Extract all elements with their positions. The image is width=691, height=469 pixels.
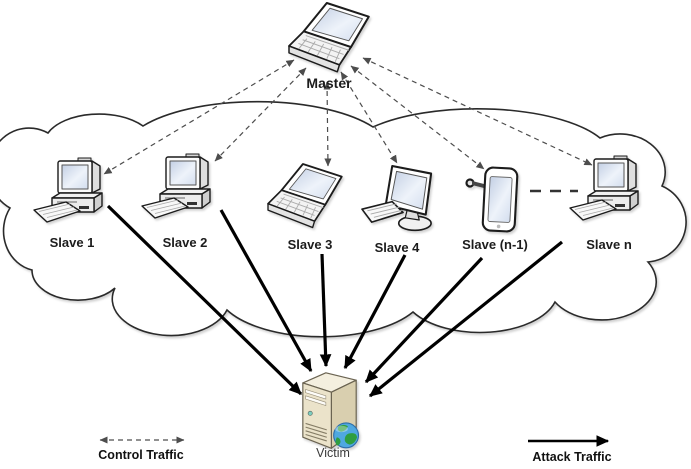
- attack-link-slave3-victim: [319, 253, 332, 368]
- slave-n1-label: Slave (n-1): [462, 237, 528, 252]
- control-link-master-slave-n: [362, 57, 593, 166]
- attack-link-slave-n1-victim: [364, 256, 484, 384]
- master-label: Master: [306, 75, 352, 91]
- attack-traffic-links: [106, 204, 564, 398]
- legend-control-label: Control Traffic: [98, 448, 183, 462]
- slave-3-label: Slave 3: [288, 237, 333, 252]
- attack-link-slave4-victim: [343, 254, 407, 370]
- control-link-master-slave2: [214, 67, 307, 162]
- server-globe-icon: [302, 372, 360, 449]
- slave-n-label: Slave n: [586, 237, 632, 252]
- slave-1-label: Slave 1: [50, 235, 95, 250]
- legend-control-traffic: Control Traffic: [98, 436, 185, 462]
- master-node: [288, 2, 370, 73]
- victim-label: Victim: [316, 446, 350, 460]
- laptop-icon: [288, 2, 370, 73]
- control-traffic-links: [103, 57, 593, 175]
- slave-4-label: Slave 4: [375, 240, 421, 255]
- legend-attack-label: Attack Traffic: [532, 450, 611, 464]
- legend-attack-traffic: Attack Traffic: [528, 435, 612, 464]
- victim-node: [302, 372, 360, 449]
- attack-link-slave-n-victim: [368, 240, 564, 398]
- slave-2-label: Slave 2: [163, 235, 208, 250]
- attack-link-slave2-victim: [219, 209, 313, 373]
- attack-link-slave1-victim: [106, 204, 303, 396]
